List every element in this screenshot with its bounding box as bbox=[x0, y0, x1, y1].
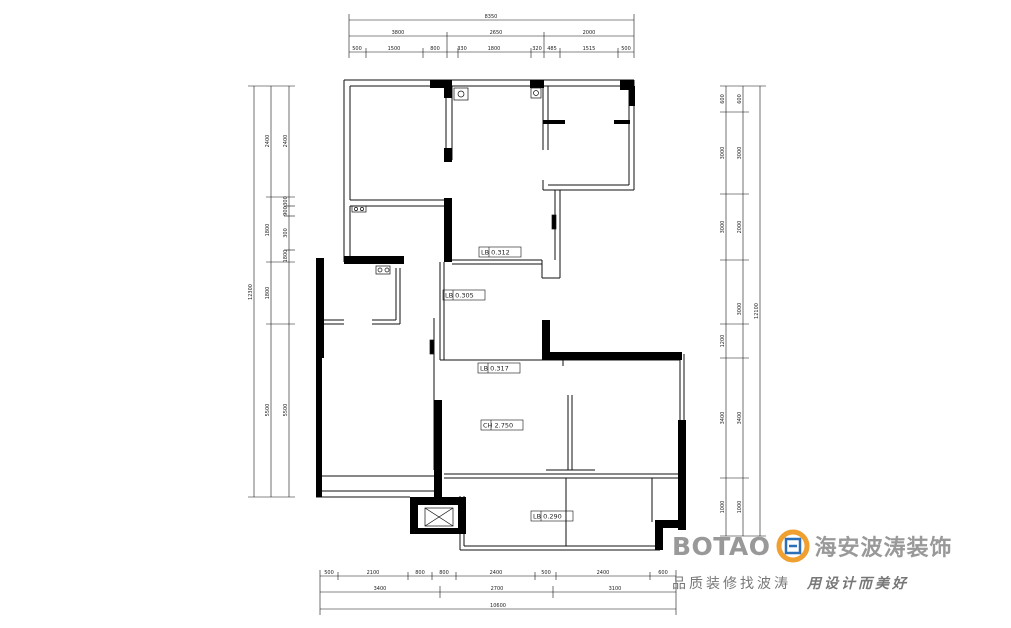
dimension-label: 500 bbox=[541, 570, 551, 576]
slogan-left: 品质装修找波涛 bbox=[672, 576, 791, 592]
dimension-label: 800 bbox=[439, 570, 449, 576]
dimension-label: 3400 bbox=[737, 412, 743, 425]
dimension-label: 320 bbox=[532, 46, 542, 52]
dimension-label: 600 bbox=[737, 94, 743, 104]
dimension-label: 485 bbox=[547, 46, 557, 52]
brand-name-cn: 海安波涛装饰 bbox=[814, 536, 953, 561]
level-label-text: CH 2.750 bbox=[483, 422, 513, 430]
level-labels: LB 0.312 LB 0.305 LB 0.317 CH 2.750 LB 0.290 bbox=[442, 246, 574, 522]
dimension-label: 12300 bbox=[248, 284, 254, 300]
brand-logo-icon bbox=[775, 528, 811, 564]
dimension-lines bbox=[248, 14, 766, 615]
brand-slogan: 品质装修找波涛 用设计而美好 bbox=[672, 573, 972, 593]
level-label-text: LB 0.305 bbox=[445, 292, 474, 300]
dimension-label: 8350 bbox=[485, 14, 498, 20]
dimension-label: 1500 bbox=[388, 46, 401, 52]
dimension-label: 2400 bbox=[490, 570, 503, 576]
dimension-label: 2000 bbox=[583, 30, 596, 36]
dimension-label: 330 bbox=[457, 46, 467, 52]
dimension-labels: 8350 3800 2650 2000 500 1500 800 330 1800 320 485 1… bbox=[248, 14, 760, 609]
dimension-label: 1200 bbox=[720, 335, 726, 348]
level-label: LB 0.305 bbox=[442, 289, 486, 301]
dimension-label: 5500 bbox=[265, 404, 271, 417]
dimension-label: 3400 bbox=[374, 586, 387, 592]
dimension-label: 2400 bbox=[283, 135, 289, 148]
dimension-label: 5500 bbox=[283, 404, 289, 417]
dimension-label: 3800 bbox=[392, 30, 405, 36]
solid-walls bbox=[316, 80, 686, 550]
dimension-label: 1800 bbox=[265, 224, 271, 237]
level-label: LB 0.290 bbox=[530, 510, 574, 522]
dimension-label: 500 bbox=[352, 46, 362, 52]
level-label-text: LB 0.290 bbox=[533, 513, 562, 521]
dimension-label: 3400 bbox=[720, 412, 726, 425]
level-label-text: LB 0.312 bbox=[481, 249, 510, 257]
dimension-label: 2400 bbox=[597, 570, 610, 576]
dimension-label: 300 bbox=[283, 196, 289, 206]
dimension-label: 500 bbox=[621, 46, 631, 52]
dimension-label: 1800 bbox=[265, 287, 271, 300]
level-label: CH 2.750 bbox=[480, 419, 524, 431]
dimension-label: 3100 bbox=[609, 586, 622, 592]
dimension-label: 600 bbox=[720, 94, 726, 104]
level-label: LB 0.312 bbox=[478, 246, 522, 258]
dimension-label: 500 bbox=[324, 570, 334, 576]
dimension-label: 2400 bbox=[265, 135, 271, 148]
dimension-label: 800 bbox=[430, 46, 440, 52]
dimension-label: 1000 bbox=[737, 501, 743, 514]
dimension-label: 300 bbox=[283, 228, 289, 238]
level-label: LB 0.317 bbox=[477, 362, 521, 374]
fixtures bbox=[351, 87, 557, 527]
dimension-label: 3000 bbox=[737, 303, 743, 316]
dimension-label: 2650 bbox=[490, 30, 503, 36]
dimension-label: 2100 bbox=[367, 570, 380, 576]
dimension-label: 900 bbox=[283, 206, 289, 216]
dimension-label: 1800 bbox=[488, 46, 501, 52]
brand-block: BOTAO 海安波涛装饰 品质装修找波涛 用设计而美好 bbox=[672, 526, 972, 596]
dimension-label: 800 bbox=[415, 570, 425, 576]
brand-name-en: BOTAO bbox=[672, 531, 771, 561]
dimension-label: 3000 bbox=[720, 221, 726, 234]
dimension-label: 2000 bbox=[737, 221, 743, 234]
dimension-label: 12100 bbox=[754, 303, 760, 319]
dimension-label: 1000 bbox=[720, 501, 726, 514]
dimension-label: 1800 bbox=[283, 250, 289, 263]
dimension-label: 2700 bbox=[491, 586, 504, 592]
slogan-right: 用设计而美好 bbox=[807, 576, 909, 592]
dimension-label: 600 bbox=[658, 570, 668, 576]
dimension-label: 3000 bbox=[737, 147, 743, 160]
dimension-label: 1515 bbox=[583, 46, 596, 52]
dimension-label: 10600 bbox=[490, 603, 506, 609]
walls bbox=[316, 79, 685, 551]
dimension-label: 3000 bbox=[720, 147, 726, 160]
level-label-text: LB 0.317 bbox=[480, 365, 509, 373]
